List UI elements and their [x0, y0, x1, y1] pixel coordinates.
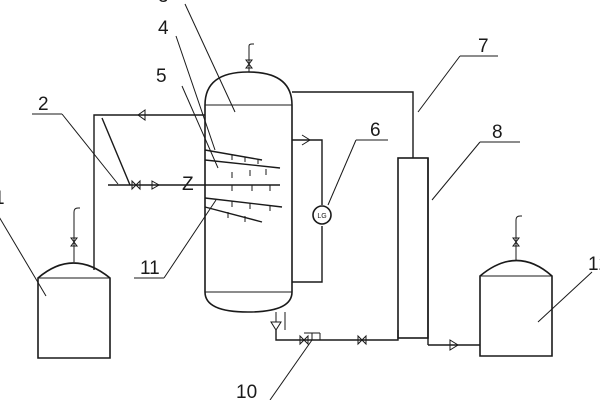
right-storage-tank [479, 215, 553, 357]
label-1: 1 [0, 188, 5, 209]
column-to-tank-line [428, 339, 480, 351]
reactor-vessel: Z [182, 43, 293, 331]
feed-line-left [93, 109, 205, 270]
label-5: 5 [156, 66, 167, 87]
valve-z-mark: Z [182, 174, 194, 195]
label-12: 12 [588, 254, 600, 275]
left-storage-tank [0, 207, 111, 359]
label-2: 2 [38, 94, 49, 115]
label-10: 10 [236, 382, 257, 400]
label-7: 7 [478, 36, 489, 57]
label-8: 8 [492, 122, 503, 143]
separation-column [397, 157, 429, 345]
level-gauge-instrument [312, 205, 332, 225]
label-11: 11 [140, 258, 160, 279]
level-gauge-text: LG [317, 213, 326, 220]
bottom-return-line [275, 330, 399, 346]
label-3: 3 [158, 0, 169, 7]
overhead-line [292, 91, 414, 158]
label-4: 4 [158, 18, 169, 39]
leader-lines [32, 3, 593, 400]
level-gauge-loop: LG [292, 134, 332, 283]
label-6: 6 [370, 120, 381, 141]
